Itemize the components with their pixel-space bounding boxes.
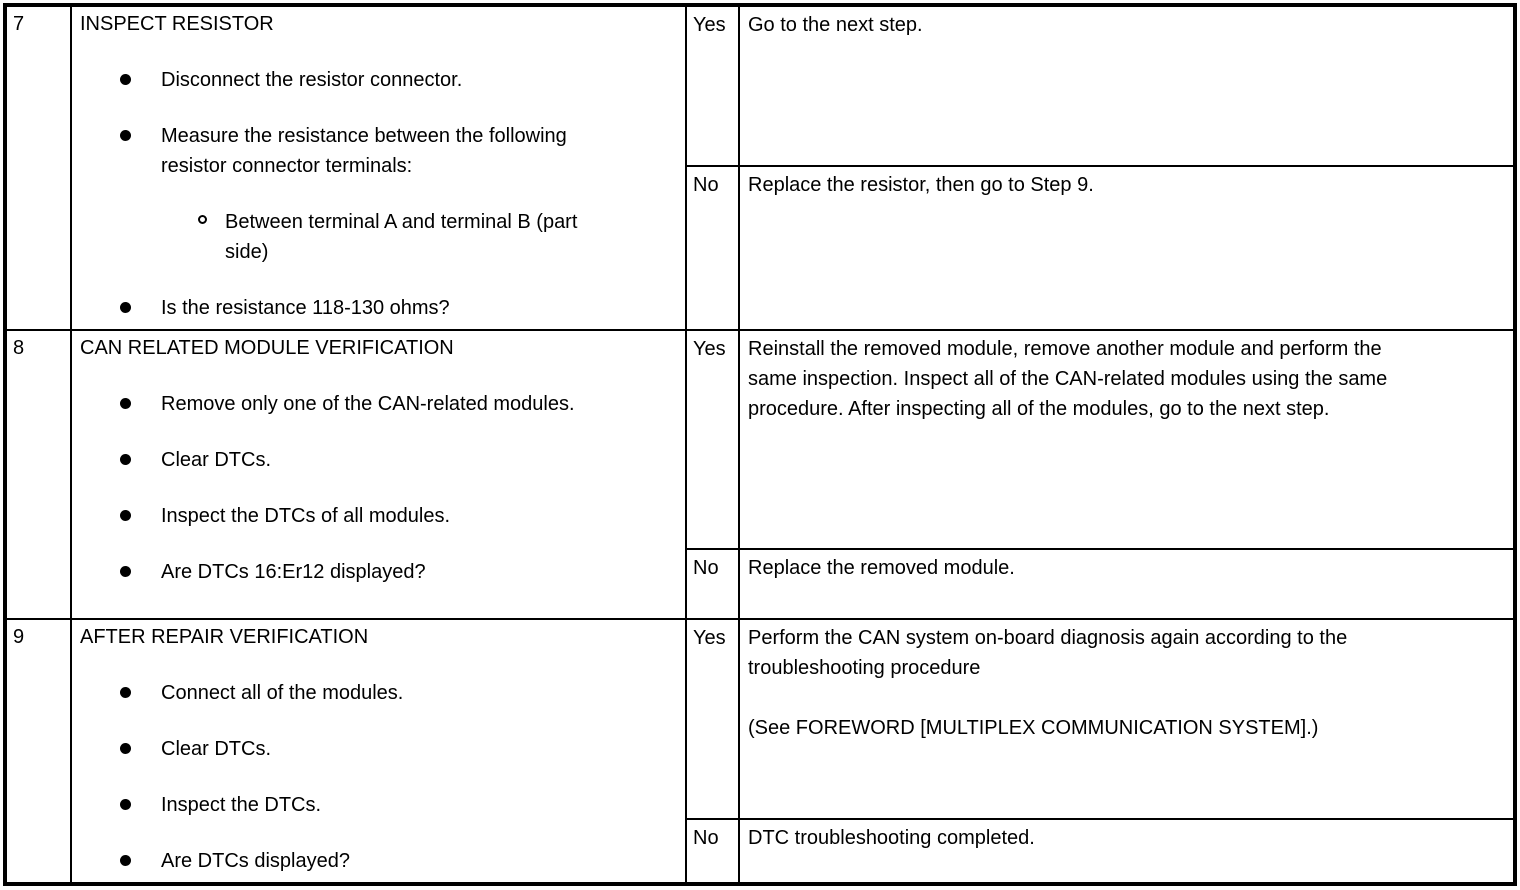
bullet-icon (120, 687, 131, 698)
step-title: AFTER REPAIR VERIFICATION (80, 626, 369, 648)
no-result-row: No Replace the removed module. (687, 550, 1513, 618)
bullet-item: Clear DTCs. (120, 445, 679, 475)
bullet-text: Measure the resistance between the follo… (161, 125, 567, 177)
yes-label-cell: Yes (687, 7, 740, 165)
bullet-text: Connect all of the modules. (161, 682, 404, 704)
step-title: INSPECT RESISTOR (80, 13, 274, 35)
table-row-step-9: 9 AFTER REPAIR VERIFICATION Connect all … (7, 620, 1513, 882)
step-number: 7 (13, 13, 25, 35)
yes-action-cell: Perform the CAN system on-board diagnosi… (740, 620, 1513, 818)
bullet-text: Remove only one of the CAN-related modul… (161, 393, 575, 415)
bullet-item: Connect all of the modules. (120, 678, 679, 708)
result-pane: Yes Perform the CAN system on-board diag… (687, 620, 1513, 882)
bullet-text: Inspect the DTCs of all modules. (161, 505, 451, 527)
result-pane: Yes Go to the next step. No Replace the … (687, 7, 1513, 329)
step-number: 8 (13, 337, 25, 359)
no-label-cell: No (687, 167, 740, 329)
no-action-cell: Replace the resistor, then go to Step 9. (740, 167, 1513, 329)
yes-label-cell: Yes (687, 331, 740, 548)
bullet-icon (120, 743, 131, 754)
bullet-text: Are DTCs 16:Er12 displayed? (161, 561, 426, 583)
no-result-row: No DTC troubleshooting completed. (687, 820, 1513, 882)
bullet-item: Inspect the DTCs. (120, 790, 679, 820)
circle-bullet-icon (198, 215, 207, 224)
action-text: Replace the removed module. (748, 557, 1015, 579)
sub-bullet-text: Between terminal A and terminal B (part … (225, 211, 578, 263)
bullet-icon (120, 855, 131, 866)
bullet-item: Disconnect the resistor connector. (120, 65, 679, 95)
bullet-item: Are DTCs displayed? (120, 846, 679, 876)
action-text: Replace the resistor, then go to Step 9. (748, 174, 1094, 196)
troubleshooting-table: 7 INSPECT RESISTOR Disconnect the resist… (3, 3, 1517, 886)
yes-result-row: Yes Perform the CAN system on-board diag… (687, 620, 1513, 820)
yes-action-cell: Go to the next step. (740, 7, 1513, 165)
bullet-icon (120, 799, 131, 810)
bullet-icon (120, 566, 131, 577)
bullet-icon (120, 454, 131, 465)
bullet-icon (120, 74, 131, 85)
no-result-row: No Replace the resistor, then go to Step… (687, 167, 1513, 329)
yes-result-row: Yes Reinstall the removed module, remove… (687, 331, 1513, 550)
bullet-item: Clear DTCs. (120, 734, 679, 764)
inspection-cell: CAN RELATED MODULE VERIFICATION Remove o… (72, 331, 687, 618)
bullet-text: Clear DTCs. (161, 738, 272, 760)
yes-label-cell: Yes (687, 620, 740, 818)
bullet-icon (120, 398, 131, 409)
step-title: CAN RELATED MODULE VERIFICATION (80, 337, 454, 359)
bullet-text: Disconnect the resistor connector. (161, 69, 463, 91)
bullet-icon (120, 302, 131, 313)
no-label-cell: No (687, 550, 740, 618)
bullet-item: Inspect the DTCs of all modules. (120, 501, 679, 531)
action-text: Reinstall the removed module, remove ano… (748, 338, 1388, 420)
bullet-item: Is the resistance 118-130 ohms? (120, 293, 679, 323)
step-number-cell: 7 (7, 7, 72, 329)
bullet-text: Is the resistance 118-130 ohms? (161, 297, 450, 319)
action-text: DTC troubleshooting completed. (748, 827, 1035, 849)
action-text: Go to the next step. (748, 14, 923, 36)
result-pane: Yes Reinstall the removed module, remove… (687, 331, 1513, 618)
step-number: 9 (13, 626, 25, 648)
bullet-text: Are DTCs displayed? (161, 850, 350, 872)
inspection-cell: AFTER REPAIR VERIFICATION Connect all of… (72, 620, 687, 882)
bullet-item: Measure the resistance between the follo… (120, 121, 679, 181)
yes-result-row: Yes Go to the next step. (687, 7, 1513, 167)
table-row-step-8: 8 CAN RELATED MODULE VERIFICATION Remove… (7, 331, 1513, 620)
action-text-reference: (See FOREWORD [MULTIPLEX COMMUNICATION S… (748, 717, 1319, 739)
inspection-cell: INSPECT RESISTOR Disconnect the resistor… (72, 7, 687, 329)
yes-action-cell: Reinstall the removed module, remove ano… (740, 331, 1513, 548)
step-number-cell: 8 (7, 331, 72, 618)
no-action-cell: DTC troubleshooting completed. (740, 820, 1513, 882)
table-row-step-7: 7 INSPECT RESISTOR Disconnect the resist… (7, 7, 1513, 331)
step-number-cell: 9 (7, 620, 72, 882)
bullet-text: Clear DTCs. (161, 449, 272, 471)
sub-bullet-item: Between terminal A and terminal B (part … (198, 207, 679, 267)
no-action-cell: Replace the removed module. (740, 550, 1513, 618)
bullet-icon (120, 510, 131, 521)
bullet-icon (120, 130, 131, 141)
bullet-item: Remove only one of the CAN-related modul… (120, 389, 679, 419)
bullet-item: Are DTCs 16:Er12 displayed? (120, 557, 679, 587)
bullet-text: Inspect the DTCs. (161, 794, 322, 816)
no-label-cell: No (687, 820, 740, 882)
action-text: Perform the CAN system on-board diagnosi… (748, 627, 1348, 679)
